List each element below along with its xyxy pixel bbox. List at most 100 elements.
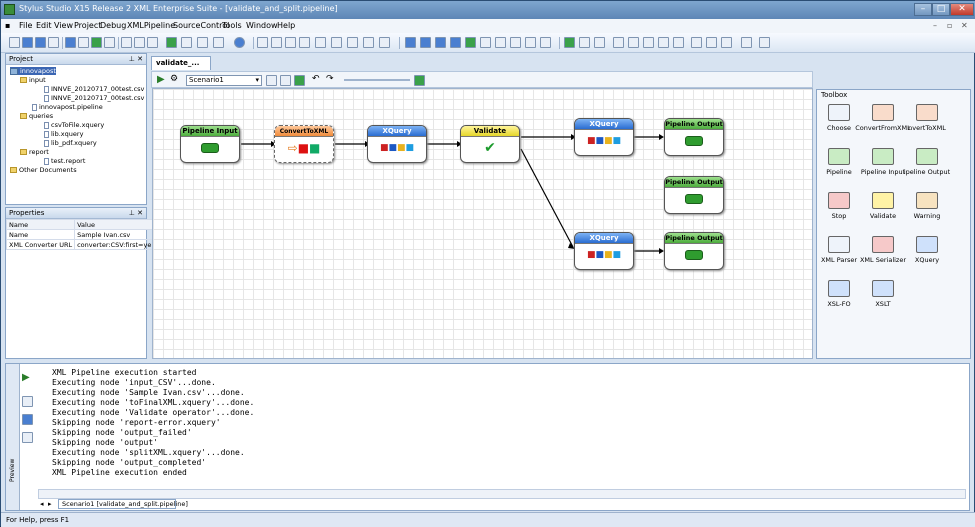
- save-icon[interactable]: [35, 37, 46, 48]
- tree-item-xquery[interactable]: lib.xquery: [44, 130, 83, 138]
- node-pipeline-output-2[interactable]: Pipeline Output: [664, 176, 724, 214]
- tool-f-icon[interactable]: [331, 37, 342, 48]
- pipeline-input-icon[interactable]: [872, 148, 894, 165]
- node-xquery-1[interactable]: XQuery ■■■■: [367, 125, 427, 163]
- view-e-icon[interactable]: [759, 37, 770, 48]
- step-a-icon[interactable]: [628, 37, 639, 48]
- pipeline-output-icon[interactable]: [916, 148, 938, 165]
- tool-g-icon[interactable]: [347, 37, 358, 48]
- run-icon[interactable]: [564, 37, 575, 48]
- xml-serializer-icon[interactable]: [872, 236, 894, 253]
- menu-file[interactable]: File: [19, 21, 33, 30]
- tool-d-icon[interactable]: [299, 37, 310, 48]
- panel-pin-icon[interactable]: ⊥ ✕: [128, 209, 143, 217]
- menu-sourcecontrol[interactable]: SourceControl: [173, 21, 230, 30]
- pipeline-canvas[interactable]: Pipeline Input ConvertToXML ⇨■■ XQuery ■…: [152, 88, 813, 359]
- validate-icon[interactable]: [872, 192, 894, 209]
- align-c-icon[interactable]: [435, 37, 446, 48]
- open-icon[interactable]: [22, 37, 33, 48]
- step-c-icon[interactable]: [658, 37, 669, 48]
- new-icon[interactable]: [9, 37, 20, 48]
- horizontal-scrollbar[interactable]: [38, 489, 966, 499]
- menu-view[interactable]: View: [54, 21, 73, 30]
- tool-c-icon[interactable]: [285, 37, 296, 48]
- menu-tools[interactable]: Tools: [222, 21, 242, 30]
- mdi-minimize-icon[interactable]: –: [933, 21, 937, 30]
- tab-scroll-right-icon[interactable]: ▸: [48, 500, 52, 508]
- tree-item-xquery[interactable]: csvToFile.xquery: [44, 121, 104, 129]
- undo-icon[interactable]: ↶: [312, 74, 320, 84]
- scenario-a-icon[interactable]: [266, 75, 277, 86]
- stop-icon[interactable]: [828, 192, 850, 209]
- view-d-icon[interactable]: [741, 37, 752, 48]
- minimize-button[interactable]: –: [914, 3, 932, 16]
- redo-icon[interactable]: ↷: [326, 74, 334, 84]
- tool-a-icon[interactable]: [257, 37, 268, 48]
- step-d-icon[interactable]: [673, 37, 684, 48]
- tree-item-innovapost[interactable]: innovapost: [10, 67, 56, 75]
- node-pipeline-input[interactable]: Pipeline Input: [180, 125, 240, 163]
- xslt-icon[interactable]: [872, 280, 894, 297]
- view-a-icon[interactable]: [691, 37, 702, 48]
- node-pipeline-output-3[interactable]: Pipeline Output: [664, 232, 724, 270]
- mdi-icon[interactable]: ▪: [5, 21, 11, 30]
- tree-item-file[interactable]: INNVE_20120717_00test.csv: [44, 94, 144, 102]
- undo-icon[interactable]: [181, 37, 192, 48]
- view-b-icon[interactable]: [706, 37, 717, 48]
- add-node-icon[interactable]: [465, 37, 476, 48]
- debug-b-icon[interactable]: [594, 37, 605, 48]
- window-icon[interactable]: [78, 37, 89, 48]
- mdi-close-icon[interactable]: ✕: [961, 21, 968, 30]
- document-tab[interactable]: validate_...: [151, 56, 211, 70]
- node-convert-to-xml[interactable]: ConvertToXML ⇨■■: [274, 125, 334, 163]
- menu-project[interactable]: Project: [74, 21, 102, 30]
- redo-icon[interactable]: [197, 37, 208, 48]
- node-a-icon[interactable]: [480, 37, 491, 48]
- node-b-icon[interactable]: [495, 37, 506, 48]
- menu-window[interactable]: Window: [246, 21, 278, 30]
- output-copy-icon[interactable]: [22, 414, 33, 425]
- table-row[interactable]: Name Sample Ivan.csv: [5, 229, 161, 240]
- xml-parser-icon[interactable]: [828, 236, 850, 253]
- tool-h-icon[interactable]: [363, 37, 374, 48]
- step-b-icon[interactable]: [643, 37, 654, 48]
- view-c-icon[interactable]: [721, 37, 732, 48]
- save-all-icon[interactable]: [48, 37, 59, 48]
- xsl-fo-icon[interactable]: [828, 280, 850, 297]
- tree-item-xquery[interactable]: lib_pdf.xquery: [44, 139, 97, 147]
- tree-item-report[interactable]: report: [20, 148, 49, 156]
- output-clear-icon[interactable]: [22, 396, 33, 407]
- output-save-icon[interactable]: [22, 432, 33, 443]
- tab-scenario[interactable]: Scenario1 [validate_and_split.pipeline]: [58, 499, 188, 509]
- align-b-icon[interactable]: [420, 37, 431, 48]
- tree-item-report-file[interactable]: test.report: [44, 157, 85, 165]
- menu-help[interactable]: Help: [277, 21, 296, 30]
- tree-item-queries[interactable]: queries: [20, 112, 53, 120]
- tool-i-icon[interactable]: [379, 37, 390, 48]
- output-run-icon[interactable]: ▶: [22, 372, 30, 383]
- zoom-slider[interactable]: [344, 79, 410, 81]
- refresh-icon[interactable]: [91, 37, 102, 48]
- xquery-tool-icon[interactable]: [916, 236, 938, 253]
- node-xquery-3[interactable]: XQuery ■■■■: [574, 232, 634, 270]
- node-validate[interactable]: Validate ✔: [460, 125, 520, 163]
- node-e-icon[interactable]: [540, 37, 551, 48]
- copy-icon[interactable]: [134, 37, 145, 48]
- convert-to-xml-icon[interactable]: [916, 104, 938, 121]
- snap-icon[interactable]: [294, 75, 305, 86]
- tool-b-icon[interactable]: [271, 37, 282, 48]
- warning-icon[interactable]: [916, 192, 938, 209]
- grid-icon[interactable]: [280, 75, 291, 86]
- tree-item-file[interactable]: INNVE_20120717_00test.csv: [44, 85, 144, 93]
- validate-icon[interactable]: [166, 37, 177, 48]
- tree-item-input[interactable]: input: [20, 76, 46, 84]
- maximize-button[interactable]: □: [932, 3, 950, 16]
- menu-xmlpipeline[interactable]: XMLPipeline: [127, 21, 176, 30]
- align-d-icon[interactable]: [450, 37, 461, 48]
- menu-edit[interactable]: Edit: [36, 21, 52, 30]
- node-pipeline-output-1[interactable]: Pipeline Output: [664, 118, 724, 156]
- paste-icon[interactable]: [147, 37, 158, 48]
- scenario-select[interactable]: Scenario1 ▾: [186, 75, 262, 86]
- help-icon[interactable]: [234, 37, 245, 48]
- project-icon[interactable]: [65, 37, 76, 48]
